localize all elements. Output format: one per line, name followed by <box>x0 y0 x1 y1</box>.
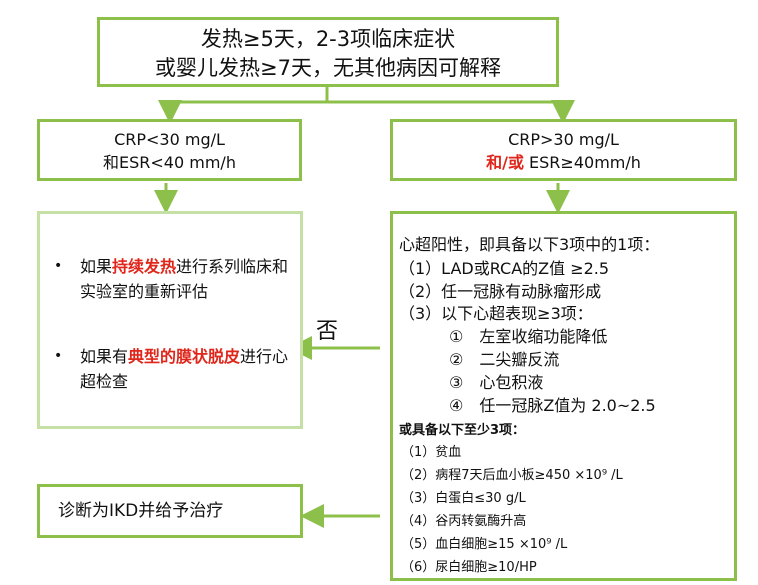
echo-criteria-box: 心超阳性，即具备以下3项中的1项： （1）LAD或RCA的Z值 ≥2.5 （2）… <box>390 211 737 581</box>
bullet-dot: • <box>54 348 63 364</box>
echo-item-3: （3）以下心超表现≥3项： <box>399 304 593 323</box>
lab-item-6: （6）尿白细胞≥10/HP <box>401 560 537 575</box>
inclusion-line-1: 发热≥5天，2-3项临床症状 <box>200 27 456 51</box>
high-crp-line-2: 和/或 ESR≥40mm/h <box>393 151 734 174</box>
reevaluate-suffix: 进行系列临床和实验室的重新评估 <box>80 257 289 301</box>
bullet-dot: • <box>54 258 63 274</box>
echo-sub-2: ② 二尖瓣反流 <box>449 350 560 369</box>
low-crp-line-1: CRP<30 mg/L <box>114 130 225 149</box>
reevaluate-prefix: 如果 <box>80 257 113 276</box>
high-crp-box: CRP>30 mg/L 和/或 ESR≥40mm/h <box>390 119 737 181</box>
lab-item-2: （2）病程7天后血小板≥450 ×10⁹ /L <box>401 468 623 483</box>
esr-text: ESR≥40mm/h <box>523 153 641 172</box>
high-crp-line-1: CRP>30 mg/L <box>508 130 619 149</box>
echo-check-prefix: 如果有 <box>80 347 129 366</box>
lab-item-3: （3）白蛋白≤30 g/L <box>401 491 526 506</box>
and-or-text: 和/或 <box>486 153 524 172</box>
low-crp-line-2: 和ESR<40 mm/h <box>103 153 236 172</box>
echo-check-text: 如果有典型的膜状脱皮进行心超检查 <box>80 344 290 394</box>
echo-item-2: （2）任一冠脉有动脉瘤形成 <box>399 282 602 301</box>
inclusion-criteria-box: 发热≥5天，2-3项临床症状 或婴儿发热≥7天，无其他病因可解释 <box>97 17 559 87</box>
diagnosis-text: 诊断为IKD并给予治疗 <box>58 501 224 521</box>
inclusion-line-2: 或婴儿发热≥7天，无其他病因可解释 <box>155 56 501 80</box>
echo-sub-4: ④ 任一冠脉Z值为 2.0~2.5 <box>449 396 656 415</box>
low-crp-box: CRP<30 mg/L 和ESR<40 mm/h <box>37 119 302 181</box>
lab-item-5: （5）血白细胞≥15 ×10⁹ /L <box>401 537 568 552</box>
desquamation-text: 典型的膜状脱皮 <box>128 347 241 366</box>
persistent-fever-text: 持续发热 <box>112 257 177 276</box>
echo-check-suffix: 进行心超检查 <box>80 347 289 391</box>
echo-sub-3: ③ 心包积液 <box>449 373 544 392</box>
no-label: 否 <box>316 319 339 344</box>
reevaluate-text: 如果持续发热进行系列临床和实验室的重新评估 <box>80 254 290 304</box>
diagnosis-box: 诊断为IKD并给予治疗 <box>37 484 303 538</box>
reevaluation-box: • 如果持续发热进行系列临床和实验室的重新评估 • 如果有典型的膜状脱皮进行心超… <box>37 211 303 429</box>
lab-title: 或具备以下至少3项： <box>399 423 526 438</box>
echo-sub-1: ① 左室收缩功能降低 <box>449 327 608 346</box>
lab-item-1: （1）贫血 <box>401 445 462 460</box>
echo-item-1: （1）LAD或RCA的Z值 ≥2.5 <box>399 259 610 278</box>
lab-item-4: （4）谷丙转氨酶升高 <box>401 514 527 529</box>
echo-title: 心超阳性，即具备以下3项中的1项： <box>399 235 660 254</box>
